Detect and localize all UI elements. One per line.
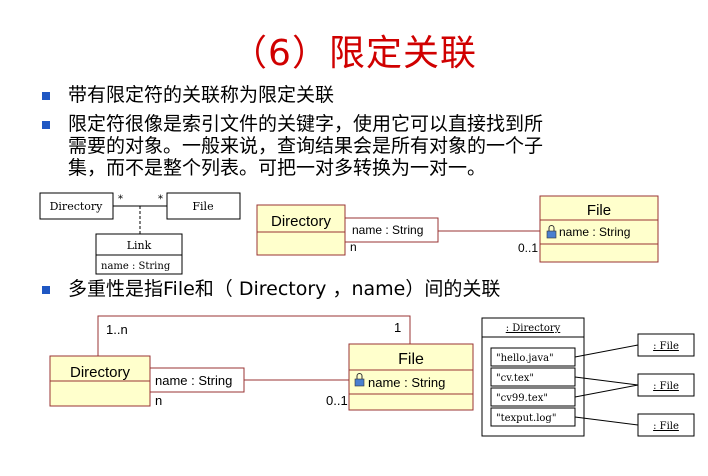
qualifier-box — [344, 217, 439, 243]
link-line — [574, 416, 639, 426]
qualifier-box — [149, 367, 245, 393]
bullet-1-line-1: 带有限定符的关联称为限定关联 — [68, 84, 335, 106]
class-file-box — [539, 195, 659, 263]
key-label: "cv99.tex" — [496, 393, 548, 404]
bullet-3-text: 多重性是指File和（ Directory ，name）间的关联 — [68, 278, 500, 300]
lock-icon — [546, 225, 557, 239]
directory-object-header: : Directory — [506, 323, 561, 334]
lock-icon — [354, 373, 365, 387]
bullet-2-text: 限定符很像是索引文件的关键字，使用它可以直接找到所 需要的对象。一般来说，查询结… — [68, 113, 543, 179]
bullet-2-line-2: 需要的对象。一般来说，查询结果会是所有对象的一个子 — [68, 135, 544, 157]
link-line — [574, 344, 639, 358]
bullet-1-text: 带有限定符的关联称为限定关联 — [68, 84, 334, 106]
qualifier-multiplicity: n — [350, 240, 357, 254]
class-directory-label: Directory — [70, 364, 131, 381]
key-label: "texput.log" — [496, 413, 556, 424]
multiplicity-right: * — [158, 194, 163, 205]
link-class-label: Link — [127, 239, 152, 252]
link-line — [574, 384, 639, 398]
class-directory-box — [39, 192, 114, 220]
qualifier-label: name : String — [352, 223, 423, 237]
class-file-attribute: name : String — [559, 225, 630, 239]
bullet-marker — [42, 92, 50, 100]
diagram-association-class: Directory File * * Link name : String — [39, 192, 241, 275]
top-left-multiplicity: 1..n — [106, 322, 128, 337]
class-file-attribute: name : String — [368, 375, 445, 390]
diagram-object-instances: : Directory "hello.java" "cv.tex" "cv99.… — [481, 317, 695, 437]
file-object-label: : File — [653, 341, 679, 352]
key-label: "hello.java" — [496, 353, 554, 364]
qualifier-label: name : String — [155, 373, 232, 388]
file-object-label: : File — [653, 421, 679, 432]
link-class-box — [95, 233, 183, 275]
qualifier-multiplicity: n — [155, 393, 162, 408]
class-file-label: File — [398, 351, 424, 368]
link-line — [574, 376, 639, 386]
file-multiplicity: 0..1 — [518, 241, 538, 255]
diagram-qualified-association: Directory name : String n 0..1 File name… — [256, 195, 659, 263]
class-file-label: File — [192, 200, 213, 213]
diagram-qualified-multiplicity: 1..n 1 Directory name : String n 0..1 Fi… — [49, 315, 474, 411]
bullet-marker — [42, 286, 50, 294]
multiplicity-left: * — [118, 194, 123, 205]
class-file-label: File — [587, 202, 611, 219]
reflexive-association-line — [97, 315, 411, 356]
class-directory-label: Directory — [271, 213, 332, 230]
top-right-multiplicity: 1 — [394, 320, 401, 335]
class-file-box — [348, 343, 474, 411]
key-label: "cv.tex" — [496, 373, 534, 384]
class-file-box — [166, 192, 241, 220]
bullet-2-line-1: 限定符很像是索引文件的关键字，使用它可以直接找到所 — [68, 113, 544, 135]
bullet-marker — [42, 121, 50, 129]
class-directory-box — [256, 204, 346, 256]
bullet-2-line-3: 集，而不是整个列表。可把一对多转换为一对一。 — [68, 157, 487, 179]
class-directory-label: Directory — [50, 200, 104, 213]
slide-title: （6）限定关联 — [231, 33, 477, 74]
link-class-attribute: name : String — [101, 261, 171, 272]
file-object-label: : File — [653, 381, 679, 392]
bullet-3-line-1: 多重性是指File和（ Directory ，name）间的关联 — [68, 278, 501, 300]
file-multiplicity: 0..1 — [326, 393, 348, 408]
